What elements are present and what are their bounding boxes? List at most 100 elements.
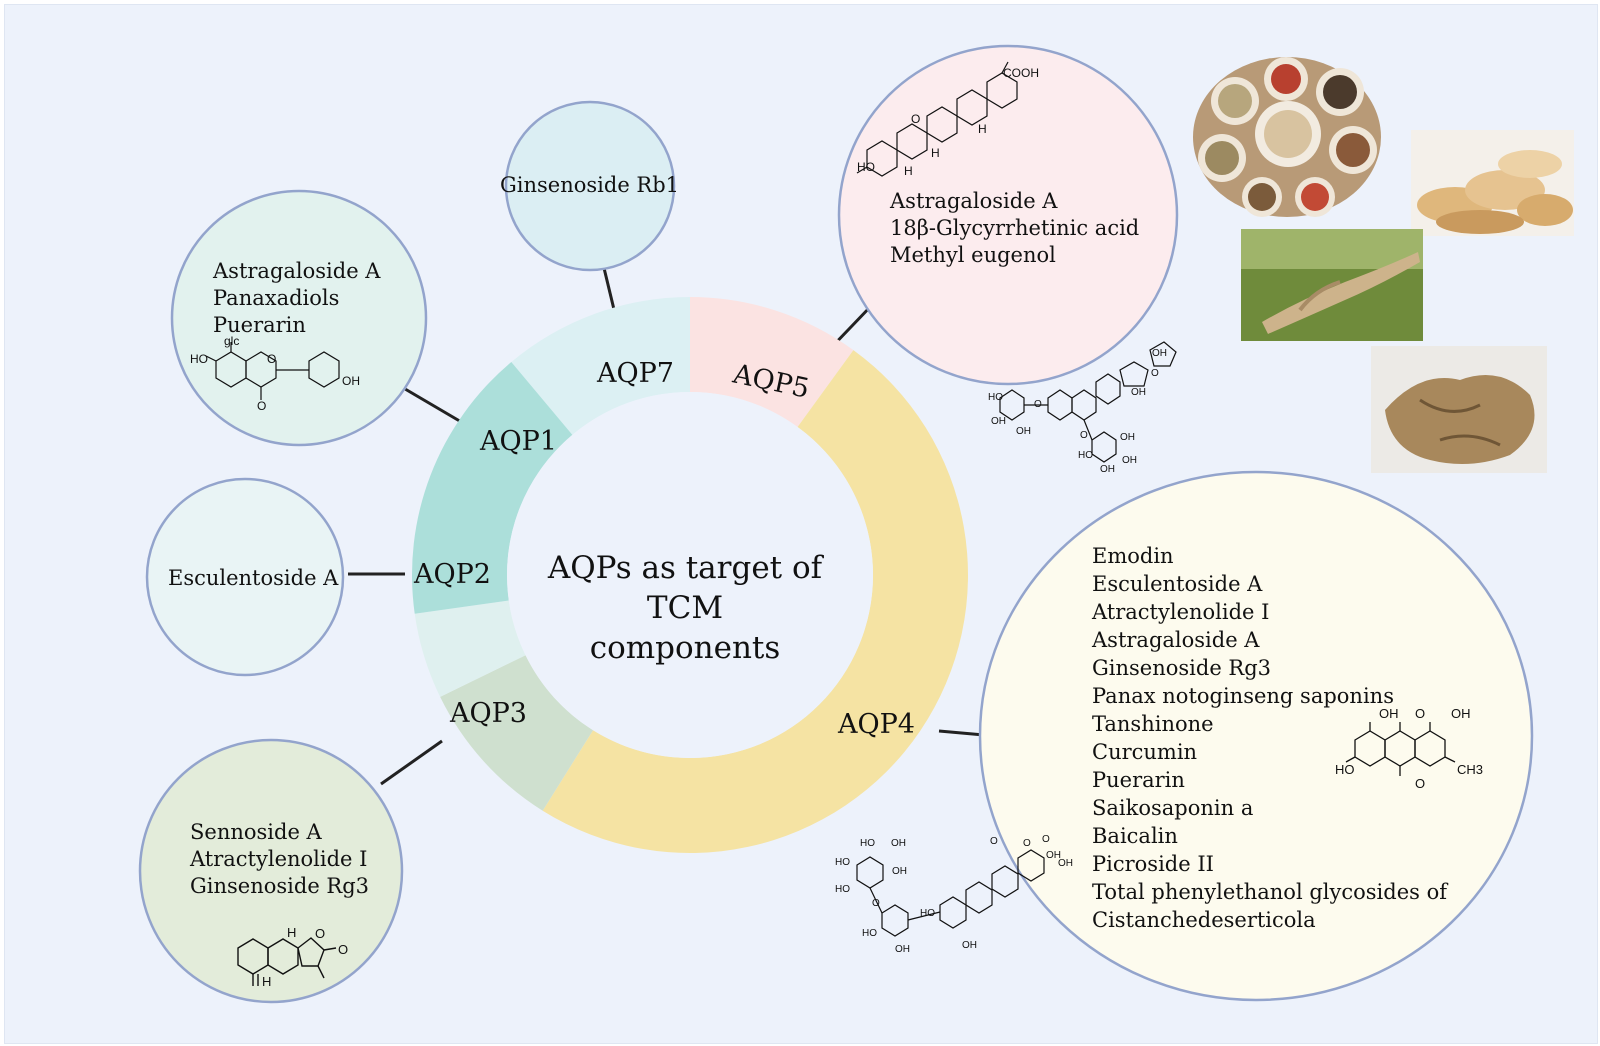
bubble-aqp5-text: Astragaloside A 18β-Glycyrrhetinic acid … bbox=[890, 188, 1139, 269]
chem-label: O bbox=[911, 112, 921, 126]
compound-item: Atractylenolide Ⅰ bbox=[1092, 600, 1270, 624]
compound-item: Esculentoside A bbox=[1092, 572, 1263, 596]
bubble-aqp4-text: Emodin Esculentoside A Atractylenolide Ⅰ… bbox=[1092, 542, 1447, 934]
center-title-line1: AQPs as target of TCM bbox=[547, 550, 823, 626]
chem-label: COOH bbox=[1003, 66, 1039, 80]
chem-label: H bbox=[978, 122, 987, 136]
compound-item: Sennoside A bbox=[190, 820, 322, 844]
chem-label: glc bbox=[224, 334, 240, 348]
chem-label: H bbox=[904, 164, 913, 178]
connector-aqp4 bbox=[938, 729, 985, 737]
chem-label: HO bbox=[862, 928, 877, 939]
chem-label: OH bbox=[1379, 706, 1399, 721]
photo-dried-root bbox=[1371, 346, 1547, 473]
compound-item: Astragaloside A bbox=[213, 259, 381, 283]
compound-item: Puerarin bbox=[213, 313, 306, 337]
chem-label: O bbox=[1415, 706, 1426, 721]
segment-aqp5 bbox=[690, 297, 854, 427]
chem-label: H bbox=[931, 146, 940, 160]
chem-label: OH bbox=[991, 416, 1006, 427]
chem-label: O bbox=[257, 399, 267, 413]
bubble-aqp3-text: Sennoside A Atractylenolide Ⅰ Ginsenosid… bbox=[190, 819, 369, 900]
compound-item: Methyl eugenol bbox=[890, 243, 1056, 267]
compound-item: Ginsenoside Rb1 bbox=[500, 173, 680, 197]
chem-label: HO bbox=[1335, 762, 1355, 777]
chem-label: HO bbox=[860, 838, 875, 849]
chem-label: O bbox=[338, 942, 349, 957]
compound-item: Ginsenoside Rg3 bbox=[190, 874, 370, 898]
bubble-aqp7 bbox=[504, 100, 676, 272]
structure-glycyrrhetinic-acid bbox=[856, 61, 1018, 177]
chem-label: OH bbox=[892, 866, 907, 877]
chem-label: HO bbox=[857, 160, 875, 174]
compound-item: Astragaloside A bbox=[890, 189, 1058, 213]
chem-label: OH bbox=[1046, 850, 1061, 861]
center-title: AQPs as target of TCM components bbox=[505, 548, 865, 668]
bubble-aqp2-text: Esculentoside A bbox=[168, 565, 338, 592]
compound-item: Tanshinone bbox=[1092, 712, 1214, 736]
compound-item: Picroside II bbox=[1092, 852, 1214, 876]
structure-esculentoside bbox=[856, 849, 1045, 937]
chem-label: OH bbox=[1016, 426, 1031, 437]
compound-item: Panaxadiols bbox=[213, 286, 340, 310]
compound-item: Astragaloside A bbox=[1092, 628, 1260, 652]
chem-label: OH bbox=[895, 944, 910, 955]
connector-aqp3 bbox=[380, 739, 443, 786]
label-aqp7: AQP7 bbox=[596, 358, 674, 389]
compound-item: Panax notoginseng saponins bbox=[1092, 684, 1394, 708]
chem-label: O bbox=[1034, 399, 1042, 410]
chem-label: OH bbox=[342, 374, 360, 388]
compound-item: Baicalin bbox=[1092, 824, 1178, 848]
segment-aqp1 bbox=[412, 362, 573, 614]
chem-label: OH bbox=[1152, 348, 1167, 359]
compound-item: Emodin bbox=[1092, 544, 1174, 568]
label-aqp2: AQP2 bbox=[413, 559, 491, 590]
aqp-donut-ring bbox=[412, 297, 969, 854]
bubble-aqp2 bbox=[145, 477, 345, 677]
chem-label: OH bbox=[1122, 455, 1137, 466]
segment-aqp4 bbox=[542, 350, 969, 854]
photo-ginseng-root bbox=[1241, 229, 1423, 341]
chem-label: O bbox=[315, 926, 326, 941]
compound-item: Esculentoside A bbox=[168, 566, 339, 590]
connector-aqp1 bbox=[399, 384, 464, 425]
chem-label: O bbox=[267, 352, 277, 366]
chem-label: OH bbox=[891, 838, 906, 849]
structure-puerarin bbox=[205, 342, 340, 400]
chem-label: HO bbox=[988, 392, 1003, 403]
chem-label: HO bbox=[190, 352, 208, 366]
chem-label: O bbox=[1023, 838, 1031, 849]
chem-label: OH bbox=[962, 940, 977, 951]
label-aqp1: AQP1 bbox=[479, 426, 557, 457]
donut-hole bbox=[507, 392, 873, 758]
center-title-line2: components bbox=[589, 630, 781, 666]
chem-label: OH bbox=[1100, 464, 1115, 475]
compound-item: Saikosaponin a bbox=[1092, 796, 1254, 820]
bubble-aqp1 bbox=[170, 189, 428, 447]
bubble-aqp4 bbox=[978, 470, 1534, 1002]
chem-label: OH bbox=[1131, 387, 1146, 398]
segment-aqp2 bbox=[414, 600, 526, 697]
chem-label: HO bbox=[1078, 450, 1093, 461]
compound-item: 18β-Glycyrrhetinic acid bbox=[890, 216, 1140, 240]
chem-label: HO bbox=[920, 908, 935, 919]
chem-label: O bbox=[872, 898, 880, 909]
chem-label: O bbox=[1415, 776, 1426, 791]
label-aqp3: AQP3 bbox=[449, 698, 527, 729]
bubble-aqp3 bbox=[138, 738, 404, 1004]
chem-label: OH bbox=[1058, 858, 1073, 869]
structure-astragaloside bbox=[999, 341, 1177, 463]
chem-label: OH bbox=[1451, 706, 1471, 721]
chem-label: H bbox=[262, 974, 272, 989]
segment-aqp3 bbox=[440, 655, 594, 811]
structure-emodin bbox=[1345, 722, 1456, 776]
chem-label: HO bbox=[835, 884, 850, 895]
compound-item: Cistanchedeserticola bbox=[1092, 908, 1316, 932]
photo-herb-bowls bbox=[1193, 57, 1381, 217]
compound-item: Atractylenolide Ⅰ bbox=[190, 847, 368, 871]
bubble-aqp7-text: Ginsenoside Rb1 bbox=[500, 172, 679, 199]
chem-label: HO bbox=[835, 857, 850, 868]
chem-label: O bbox=[1151, 368, 1159, 379]
